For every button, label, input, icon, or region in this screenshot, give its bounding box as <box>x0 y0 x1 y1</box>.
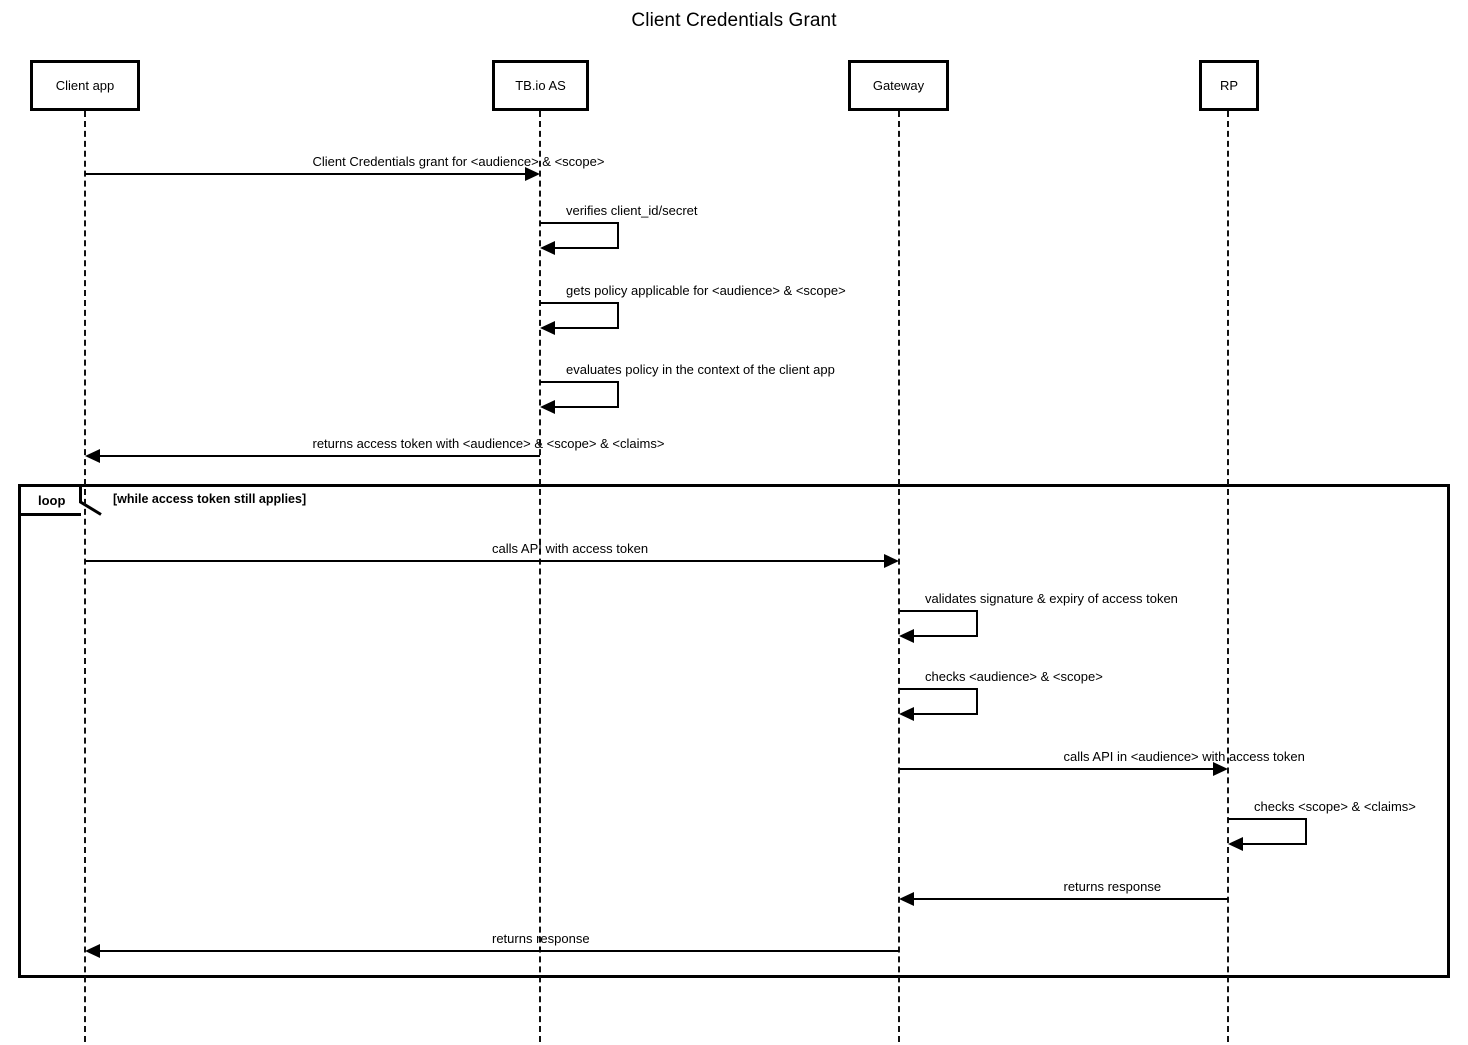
message-label: validates signature & expiry of access t… <box>925 591 1178 606</box>
message-line <box>100 455 540 457</box>
self-message-arrowhead <box>1228 837 1243 851</box>
self-message-top-segment <box>899 688 976 690</box>
self-message-top-segment <box>540 381 617 383</box>
self-message-arrowhead <box>540 400 555 414</box>
participant-label: Gateway <box>872 78 925 93</box>
participant-rp[interactable]: RP <box>1199 60 1259 111</box>
self-message-arrowhead <box>899 707 914 721</box>
self-message-bottom-segment <box>914 713 978 715</box>
loop-fragment-frame <box>18 484 1450 978</box>
message-arrowhead <box>85 449 100 463</box>
message-line <box>85 560 884 562</box>
self-message-bottom-segment <box>555 327 619 329</box>
message-label: gets policy applicable for <audience> & … <box>566 283 846 298</box>
participant-client-app[interactable]: Client app <box>30 60 140 111</box>
lifeline-rp <box>1227 111 1229 1042</box>
participant-gateway[interactable]: Gateway <box>848 60 949 111</box>
loop-tag-bottom-border <box>21 513 81 516</box>
message-label: checks <audience> & <scope> <box>925 669 1103 684</box>
self-message-top-segment <box>899 610 976 612</box>
self-message-right-segment <box>617 381 619 406</box>
self-message-right-segment <box>976 610 978 635</box>
message-arrowhead <box>884 554 899 568</box>
self-message-arrowhead <box>540 241 555 255</box>
loop-fragment-operator-label: loop <box>21 487 81 513</box>
message-line <box>85 173 525 175</box>
message-label: verifies client_id/secret <box>566 203 698 218</box>
message-line <box>100 950 899 952</box>
self-message-bottom-segment <box>555 247 619 249</box>
self-message-top-segment <box>540 302 617 304</box>
loop-fragment-condition: [while access token still applies] <box>113 492 307 506</box>
lifeline-client-app <box>84 111 86 1042</box>
self-message-right-segment <box>1305 818 1307 843</box>
participant-label: RP <box>1219 78 1239 93</box>
self-message-bottom-segment <box>555 406 619 408</box>
self-message-right-segment <box>617 222 619 247</box>
message-arrowhead <box>85 944 100 958</box>
page-title: Client Credentials Grant <box>631 10 837 31</box>
participant-label: TB.io AS <box>515 78 566 93</box>
message-line <box>899 768 1213 770</box>
message-arrowhead <box>1213 762 1228 776</box>
loop-tag-corner-notch <box>79 486 103 521</box>
participant-label: Client app <box>55 78 115 93</box>
participant-tbio-as[interactable]: TB.io AS <box>492 60 589 111</box>
self-message-right-segment <box>976 688 978 713</box>
message-label: evaluates policy in the context of the c… <box>566 362 835 377</box>
message-arrowhead <box>525 167 540 181</box>
message-arrowhead <box>899 892 914 906</box>
message-label: checks <scope> & <claims> <box>1254 799 1416 814</box>
self-message-bottom-segment <box>914 635 978 637</box>
message-line <box>914 898 1228 900</box>
self-message-bottom-segment <box>1243 843 1307 845</box>
self-message-arrowhead <box>899 629 914 643</box>
lifeline-tbio-as <box>539 111 541 1042</box>
self-message-right-segment <box>617 302 619 327</box>
lifeline-gateway <box>898 111 900 1042</box>
self-message-top-segment <box>540 222 617 224</box>
self-message-top-segment <box>1228 818 1305 820</box>
self-message-arrowhead <box>540 321 555 335</box>
